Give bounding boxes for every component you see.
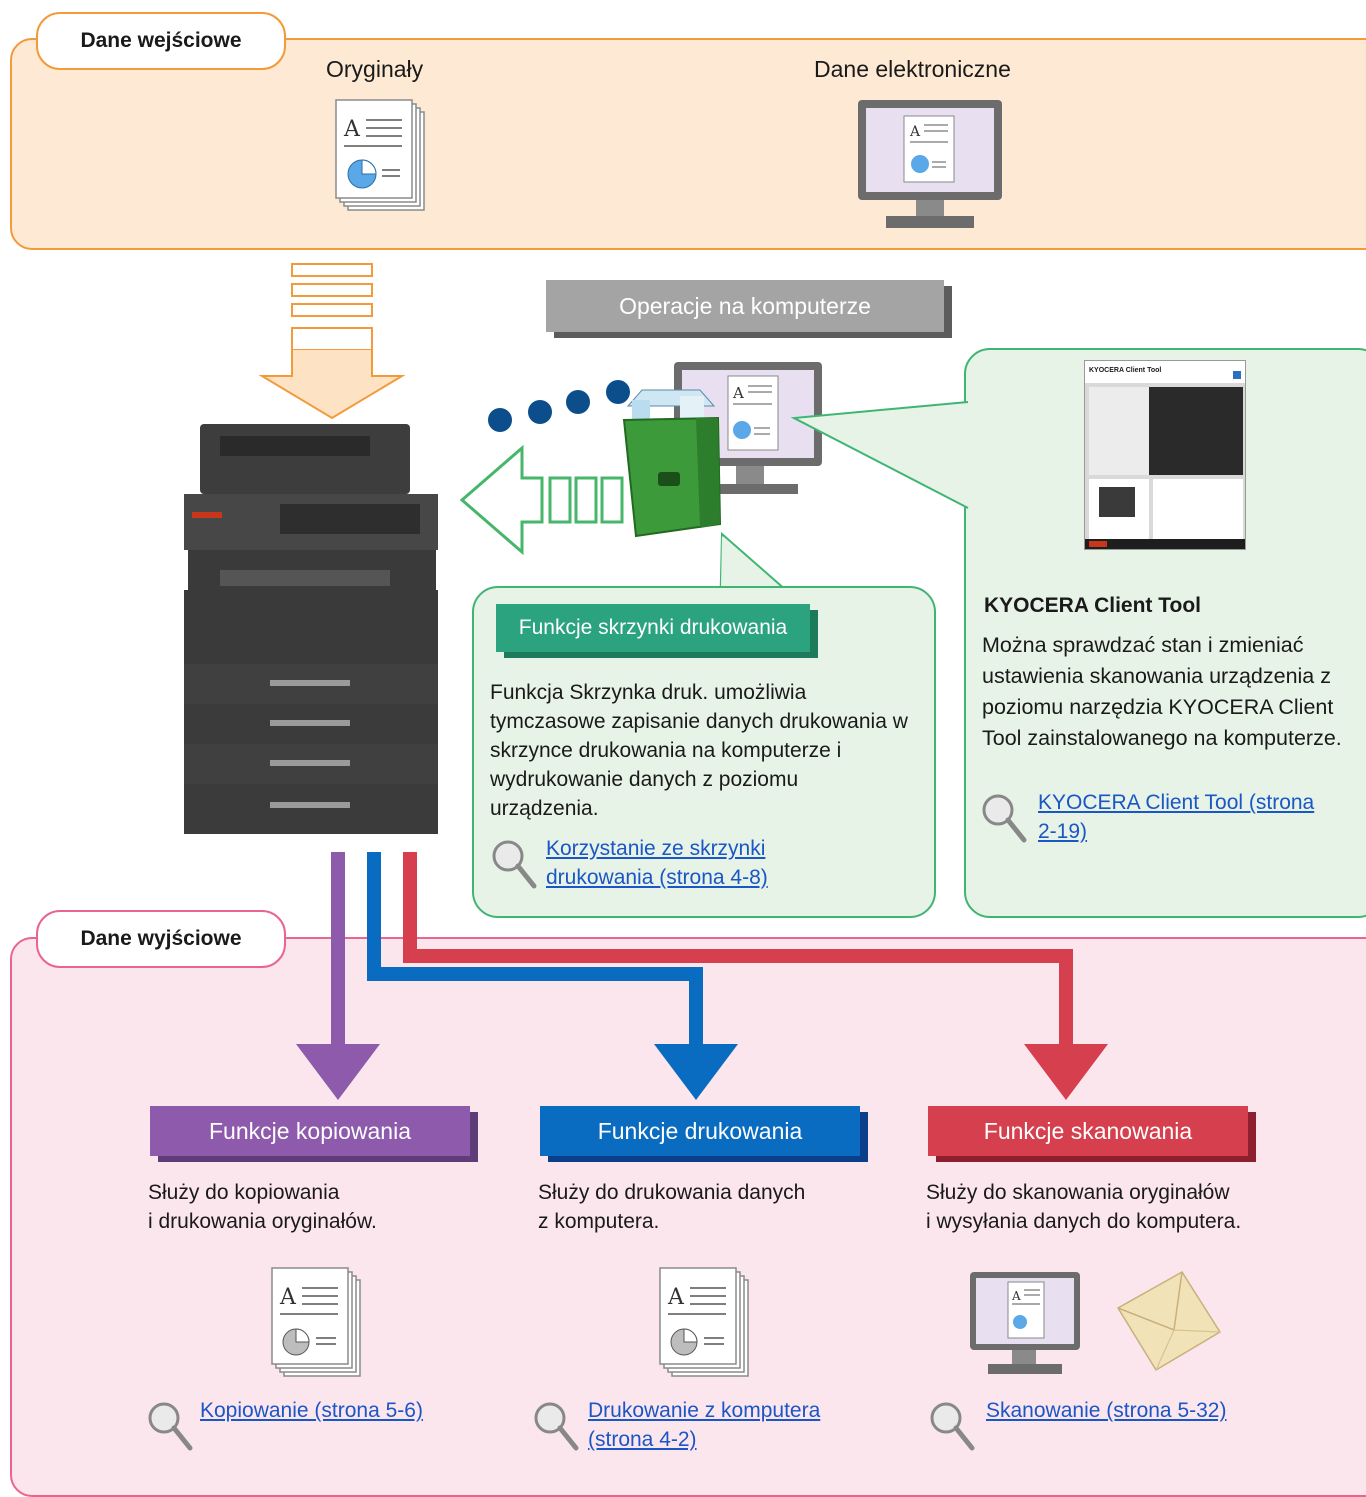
output-flow-arrows bbox=[296, 852, 1108, 1100]
svg-text:A: A bbox=[909, 124, 921, 140]
magnifier-icon bbox=[148, 1402, 193, 1451]
client-tool-title: KYOCERA Client Tool bbox=[984, 594, 1201, 617]
client-tool-description: Można sprawdzać stan i zmieniać ustawien… bbox=[982, 633, 1342, 750]
copy-link[interactable]: Kopiowanie (strona 5-6) bbox=[200, 1399, 423, 1422]
input-panel bbox=[10, 38, 1366, 250]
magnifier-icon bbox=[982, 794, 1027, 843]
svg-text:A: A bbox=[343, 117, 361, 142]
output-title: Dane wyjściowe bbox=[36, 910, 286, 968]
input-arrow-down bbox=[258, 263, 406, 420]
help-icon bbox=[1233, 371, 1241, 379]
input-title: Dane wejściowe bbox=[36, 12, 286, 70]
print-box-heading: Funkcje skrzynki drukowania bbox=[496, 604, 810, 652]
client-tool-screen-title: KYOCERA Client Tool bbox=[1085, 361, 1245, 383]
printer-device-image bbox=[184, 424, 438, 834]
client-tool-screenshot: KYOCERA Client Tool bbox=[1084, 360, 1246, 550]
print-box-arrow-left bbox=[460, 444, 624, 556]
svg-text:A: A bbox=[279, 1285, 297, 1310]
client-tool-pointer-join bbox=[976, 398, 986, 508]
client-tool-footer bbox=[1085, 539, 1245, 549]
computer-print-box-icon: A bbox=[622, 362, 822, 538]
print-box-link[interactable]: Korzystanie ze skrzynki drukowania (stro… bbox=[546, 837, 768, 889]
print-document-stack-icon: A bbox=[659, 1267, 749, 1377]
client-tool-dark-panel bbox=[1149, 387, 1243, 475]
document-stack-icon: A bbox=[335, 99, 425, 211]
print-box-callout-pointer-cover bbox=[721, 536, 764, 586]
originals-label: Oryginały bbox=[326, 56, 424, 82]
print-heading: Funkcje drukowania bbox=[540, 1106, 860, 1156]
scan-monitor-icon: A bbox=[970, 1272, 1080, 1374]
scan-heading: Funkcje skanowania bbox=[928, 1106, 1248, 1156]
magnifier-icon bbox=[492, 840, 537, 889]
print-link[interactable]: Drukowanie z komputera (strona 4-2) bbox=[588, 1399, 821, 1451]
magnifier-icon bbox=[534, 1402, 579, 1451]
client-tool-link[interactable]: KYOCERA Client Tool (strona 2-19) bbox=[1038, 791, 1315, 843]
monitor-icon: A bbox=[858, 100, 1002, 228]
copy-document-stack-icon: A bbox=[271, 1267, 361, 1377]
svg-text:A: A bbox=[732, 384, 744, 402]
copy-heading: Funkcje kopiowania bbox=[150, 1106, 470, 1156]
electronic-data-label: Dane elektroniczne bbox=[814, 56, 1011, 82]
device-thumbnail-icon bbox=[1099, 487, 1135, 517]
pc-ops-label: Operacje na komputerze bbox=[546, 280, 944, 332]
kyocera-logo-icon bbox=[1089, 541, 1107, 547]
client-tool-callout-pointer bbox=[790, 401, 970, 509]
envelope-icon bbox=[1116, 1270, 1222, 1372]
client-tool-status-pane bbox=[1153, 479, 1243, 539]
output-panel bbox=[10, 937, 1366, 1497]
print-box-description: Funkcja Skrzynka druk. umożliwia tymczas… bbox=[490, 681, 908, 820]
svg-text:A: A bbox=[667, 1285, 685, 1310]
scan-link[interactable]: Skanowanie (strona 5-32) bbox=[986, 1399, 1227, 1422]
client-tool-sidebar bbox=[1089, 387, 1149, 475]
magnifier-icon bbox=[930, 1402, 975, 1451]
connection-dots bbox=[488, 380, 630, 432]
svg-text:A: A bbox=[1011, 1289, 1021, 1303]
